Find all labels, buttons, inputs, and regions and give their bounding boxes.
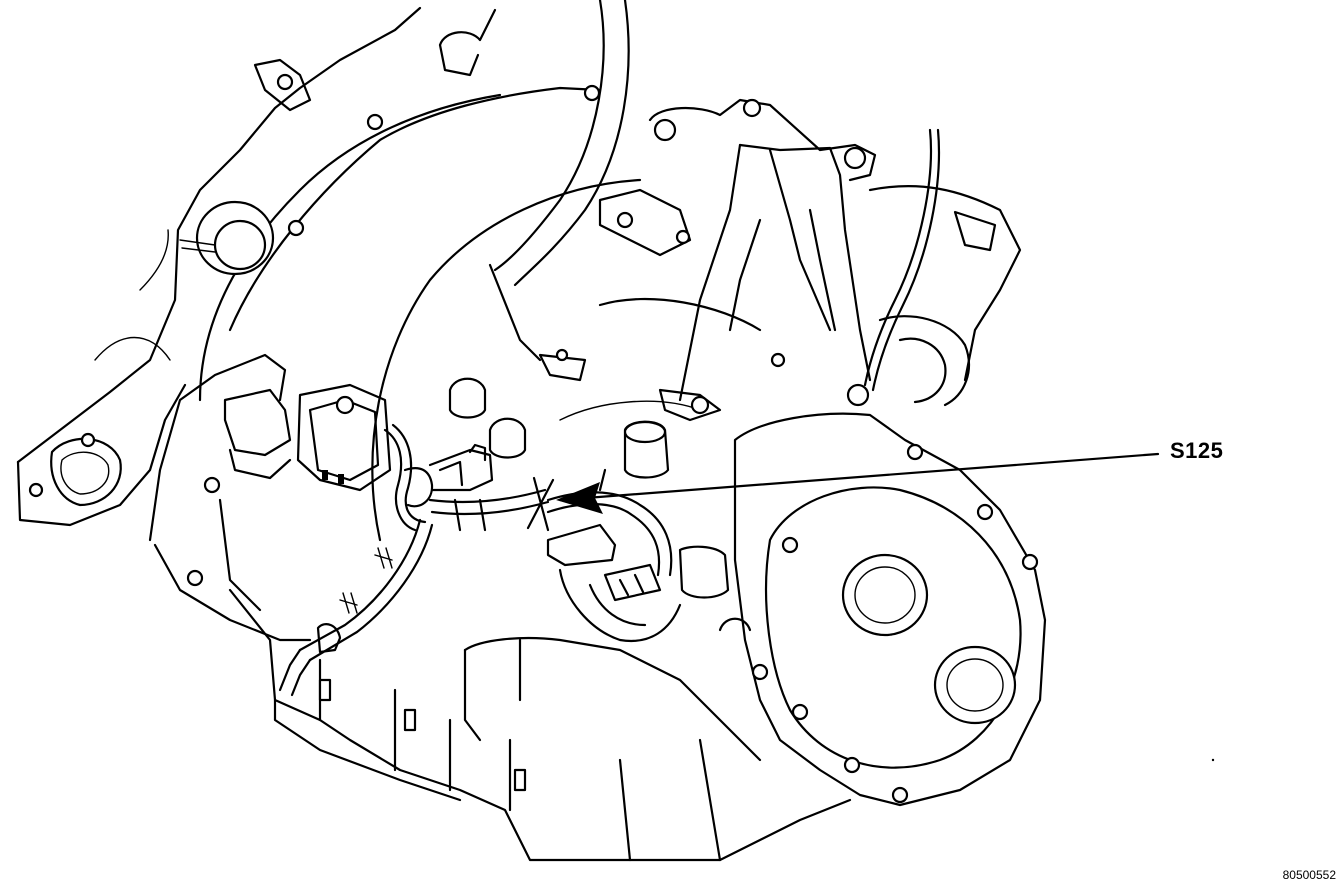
right-housing-top: [846, 128, 1022, 407]
wiring-harness: [278, 423, 550, 697]
oil-pan: [228, 588, 852, 862]
left-sensor-plug: [179, 200, 275, 276]
end-cover: [718, 412, 1047, 807]
right-connector: [546, 420, 730, 643]
figure-id: 80500552: [1282, 868, 1336, 882]
callout-leader-arrow: [556, 452, 1160, 514]
top-cable: [488, 0, 630, 382]
mount-bracket: [648, 98, 877, 422]
valve-body: [148, 353, 392, 642]
main-case-body: [371, 178, 762, 542]
bell-housing-upper: [186, 8, 602, 587]
callout-label-s125: S125: [1170, 438, 1224, 463]
stray-mark: [1211, 758, 1215, 762]
splice-marker-x: [526, 476, 555, 532]
left-housing-flange: [16, 6, 422, 527]
